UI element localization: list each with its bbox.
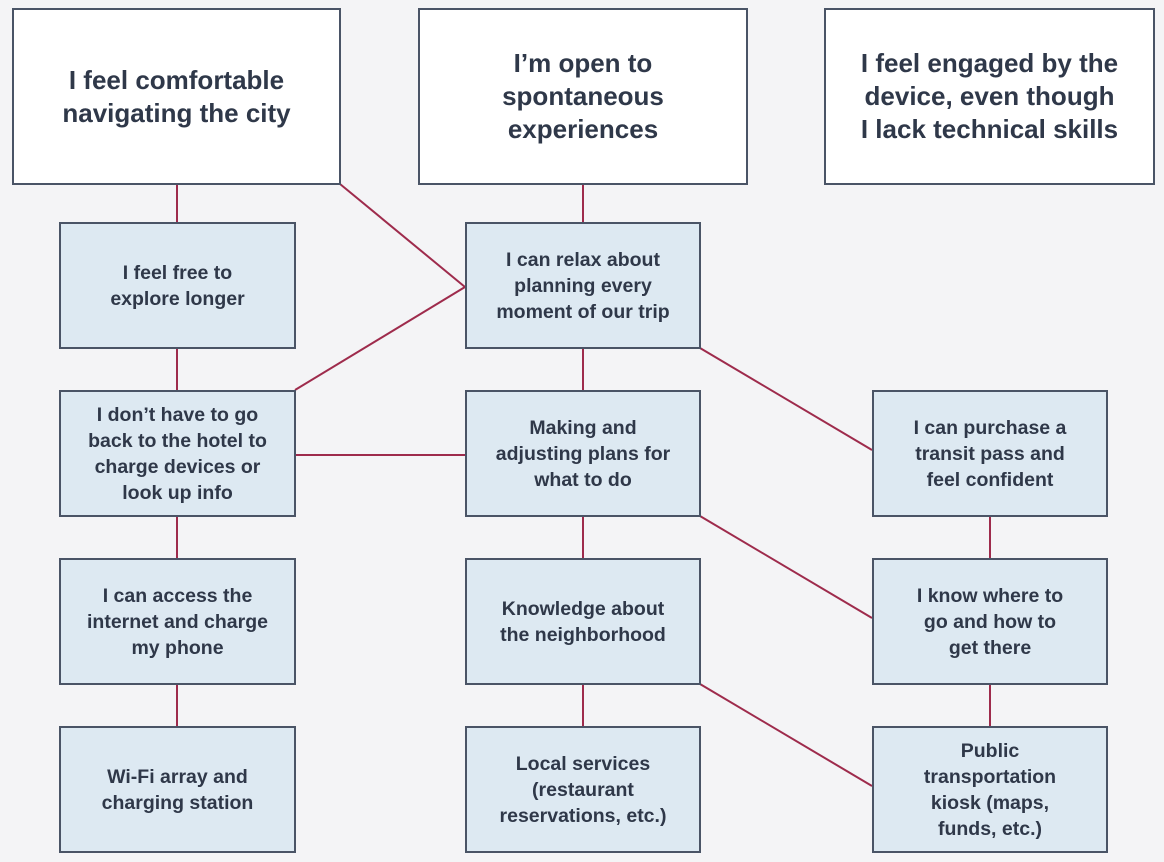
step-access-internet-text: I can access the internet and charge my … <box>87 584 268 659</box>
connector-knowledge-kiosk <box>699 683 873 787</box>
step-free-to-explore-text: I feel free to explore longer <box>110 261 245 310</box>
goal-open-to-spontaneous: I’m open to spontaneous experiences <box>418 8 748 185</box>
goal-comfortable-navigating-text: I feel comfortable navigating the city <box>62 64 291 128</box>
feature-local-services-text: Local services (restaurant reservations,… <box>499 752 667 827</box>
feature-transportation-kiosk: Public transportation kiosk (maps, funds… <box>872 726 1108 853</box>
step-relax-about-planning-text: I can relax about planning every moment … <box>496 248 670 323</box>
step-no-hotel-return-text: I don’t have to go back to the hotel to … <box>88 403 267 504</box>
step-making-plans: Making and adjusting plans for what to d… <box>465 390 701 517</box>
step-relax-about-planning: I can relax about planning every moment … <box>465 222 701 349</box>
connector-plans-know-where <box>699 515 873 619</box>
goal-open-to-spontaneous-text: I’m open to spontaneous experiences <box>502 48 664 144</box>
step-neighborhood-knowledge: Knowledge about the neighborhood <box>465 558 701 685</box>
connector-no-hotel-relax <box>294 286 466 391</box>
step-free-to-explore: I feel free to explore longer <box>59 222 296 349</box>
step-making-plans-text: Making and adjusting plans for what to d… <box>495 416 671 491</box>
connector-relax-transit-pass <box>699 347 873 451</box>
step-know-where-to-go-text: I know where to go and how to get there <box>916 584 1064 659</box>
feature-wifi-charging-station-text: Wi-Fi array and charging station <box>101 765 254 814</box>
goal-comfortable-navigating: I feel comfortable navigating the city <box>12 8 341 185</box>
goal-engaged-by-device: I feel engaged by the device, even thoug… <box>824 8 1155 185</box>
step-purchase-transit-pass-text: I can purchase a transit pass and feel c… <box>913 416 1067 491</box>
feature-transportation-kiosk-text: Public transportation kiosk (maps, funds… <box>923 739 1057 840</box>
step-neighborhood-knowledge-text: Knowledge about the neighborhood <box>500 597 666 646</box>
goal-engaged-by-device-text: I feel engaged by the device, even thoug… <box>860 48 1119 144</box>
step-no-hotel-return: I don’t have to go back to the hotel to … <box>59 390 296 517</box>
step-access-internet: I can access the internet and charge my … <box>59 558 296 685</box>
connector-comfortable-relax <box>339 183 466 288</box>
step-know-where-to-go: I know where to go and how to get there <box>872 558 1108 685</box>
feature-local-services: Local services (restaurant reservations,… <box>465 726 701 853</box>
feature-wifi-charging-station: Wi-Fi array and charging station <box>59 726 296 853</box>
step-purchase-transit-pass: I can purchase a transit pass and feel c… <box>872 390 1108 517</box>
